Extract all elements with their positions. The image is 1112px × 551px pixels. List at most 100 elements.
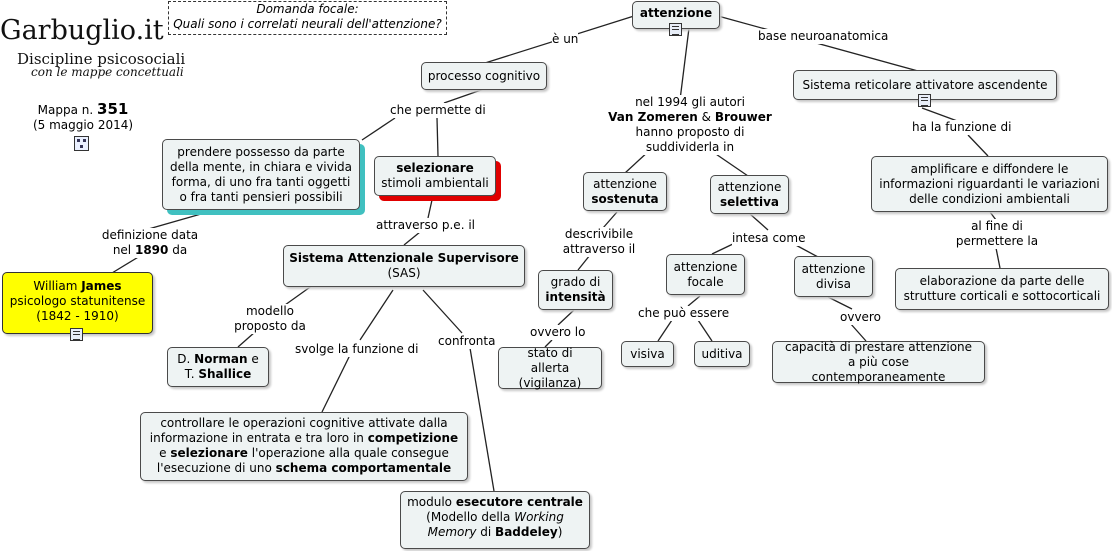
focal-question-title: Domanda focale:: [256, 2, 359, 16]
link-attenzione-nel1994: [679, 27, 690, 101]
node-attenzione-sostenuta[interactable]: attenzione sostenuta: [583, 172, 667, 211]
label-attraverso: attraverso p.e. il: [376, 218, 475, 233]
link-sostenuta-descrivibile: [602, 211, 618, 229]
node-james-line3: (1842 - 1910): [36, 309, 119, 323]
concept-map-icon[interactable]: [74, 136, 89, 151]
link-chepermette-selezionare: [436, 117, 439, 157]
label-definizione-line1: definizione data: [101, 228, 199, 242]
reticolare-resource-icon[interactable]: [918, 94, 931, 107]
label-che-puo: che può essere: [638, 306, 730, 321]
link-modello-norman: [237, 331, 256, 348]
label-definizione: definizione data nel 1890 da: [100, 228, 200, 258]
label-che-permette: che permette di: [390, 103, 486, 118]
link-sas-svolge: [359, 289, 394, 341]
node-focale-line1: attenzione: [673, 259, 738, 274]
node-shallice-initial: T.: [184, 367, 195, 381]
node-selezionare-rest: stimoli ambientali: [381, 176, 489, 190]
node-selezionare[interactable]: selezionare stimoli ambientali: [374, 156, 496, 196]
james-resource-icon[interactable]: [70, 328, 83, 341]
label-nel1994-line3: hanno proposto di suddividerla in: [635, 125, 745, 154]
label-definizione-line2: nel 1890 da: [100, 243, 200, 258]
node-uditiva[interactable]: uditiva: [694, 341, 750, 367]
link-intesa-focale: [711, 242, 736, 255]
node-controllare[interactable]: controllare le operazioni cognitive atti…: [140, 412, 468, 481]
link-amplificare-alfine: [989, 211, 997, 221]
node-modulo-b2: Baddeley: [495, 525, 558, 539]
node-modulo-t2: (Modello della: [426, 510, 511, 524]
node-sas[interactable]: Sistema Attenzionale Supervisore (SAS): [283, 245, 525, 287]
node-shallice-name: Shallice: [198, 367, 252, 381]
node-norman-name: Norman: [194, 352, 248, 366]
node-sas-bold: Sistema Attenzionale Supervisore: [289, 251, 519, 265]
node-william-james[interactable]: William James psicologo statunitense (18…: [2, 272, 153, 334]
map-number-line: Mappa n. 351: [34, 100, 132, 118]
node-selettiva-line1: attenzione: [717, 179, 782, 194]
label-amp: &: [701, 110, 711, 124]
link-chepuo-uditiva: [697, 319, 713, 342]
node-controllare-t2: e: [159, 446, 167, 460]
label-e-un: è un: [552, 32, 579, 47]
node-james-first: William: [33, 279, 78, 293]
node-norman-initial: D.: [177, 352, 191, 366]
link-alfine-elaborazione: [995, 247, 1001, 269]
node-modulo-esecutore[interactable]: modulo esecutore centrale (Modello della…: [400, 491, 590, 549]
node-sistema-reticolare-text: Sistema reticolare attivatore ascendente: [802, 77, 1048, 92]
link-divisa-ovvero: [827, 296, 853, 310]
label-nel1994: nel 1994 gli autori Van Zomeren & Brouwe…: [600, 95, 780, 155]
node-visiva-text: visiva: [630, 346, 665, 361]
node-controllare-t1: controllare le operazioni cognitive atti…: [149, 416, 448, 445]
node-amplificare[interactable]: amplificare e diffondere le informazioni…: [871, 156, 1108, 212]
link-svolge-controllare: [321, 354, 351, 413]
node-grado-intensita[interactable]: grado di intensità: [538, 270, 613, 310]
link-attraverso-sas: [403, 231, 421, 246]
node-visiva[interactable]: visiva: [621, 341, 674, 367]
link-descrivibile-grado: [577, 254, 591, 271]
label-ha-funzione: ha la funzione di: [912, 120, 1012, 135]
link-confronta-modulo: [469, 347, 495, 492]
node-elaborazione[interactable]: elaborazione da parte delle strutture co…: [895, 268, 1109, 310]
link-focale-chepuo: [687, 295, 701, 307]
focal-question: Domanda focale: Quali sono i correlati n…: [168, 1, 447, 35]
node-elaborazione-text: elaborazione da parte delle strutture co…: [903, 274, 1101, 303]
node-james-last: James: [81, 279, 122, 293]
node-attenzione-divisa[interactable]: attenzione divisa: [794, 256, 873, 297]
label-intesa: intesa come: [732, 231, 806, 246]
focal-question-text: Quali sono i correlati neurali dell'atte…: [173, 17, 442, 31]
label-nel1994-line1: nel 1994 gli autori: [635, 95, 745, 109]
node-modulo-t3: di: [480, 525, 492, 539]
node-modulo-t4: ): [557, 525, 563, 539]
label-descrivibile: descrivibile attraverso il: [556, 227, 642, 257]
node-processo-text: processo cognitivo: [427, 68, 541, 83]
node-norman-and: e: [251, 352, 259, 366]
node-controllare-b2: selezionare: [170, 446, 248, 460]
node-norman-line1: D. Norman e: [177, 352, 258, 367]
attenzione-resource-icon[interactable]: [669, 23, 682, 36]
node-norman-shallice[interactable]: D. Norman e T. Shallice: [167, 347, 269, 387]
label-author1: Van Zomeren: [608, 110, 698, 124]
link-grado-ovverolo: [557, 309, 575, 326]
map-prefix: Mappa n.: [37, 103, 94, 117]
node-capacita[interactable]: capacità di prestare attenzione a più co…: [772, 339, 985, 384]
map-number: 351: [97, 100, 129, 118]
node-capacita-text: capacità di prestare attenzione a più co…: [784, 339, 973, 384]
logo-title[interactable]: Garbuglio.it: [0, 15, 164, 46]
label-nel1994-line2: Van Zomeren & Brouwer: [600, 110, 780, 125]
node-sas-rest: (SAS): [387, 266, 421, 280]
node-attenzione-focale[interactable]: attenzione focale: [666, 254, 745, 295]
node-divisa-line1: attenzione: [801, 261, 866, 276]
label-definizione-da: da: [172, 243, 188, 257]
node-james-line1: William James: [33, 279, 121, 294]
link-ovverolo-allerta: [544, 339, 553, 348]
node-stato-allerta[interactable]: stato di allerta (vigilanza): [498, 346, 602, 390]
link-chepuo-visiva: [657, 319, 673, 342]
node-prendere-possesso[interactable]: prendere possesso da parte della mente, …: [162, 139, 360, 210]
node-controllare-t3: l'operazione alla quale consegue l'esecu…: [156, 446, 449, 475]
node-processo-cognitivo[interactable]: processo cognitivo: [421, 62, 547, 90]
label-modello: modello proposto da: [230, 304, 310, 334]
node-amplificare-text: amplificare e diffondere le informazioni…: [879, 161, 1100, 206]
node-attenzione-text: attenzione: [639, 6, 713, 20]
node-james-line2: psicologo statunitense: [9, 294, 146, 308]
link-ovvero-capacita: [849, 322, 867, 342]
node-attenzione-selettiva[interactable]: attenzione selettiva: [710, 175, 789, 214]
node-norman-line2: T. Shallice: [185, 367, 251, 382]
